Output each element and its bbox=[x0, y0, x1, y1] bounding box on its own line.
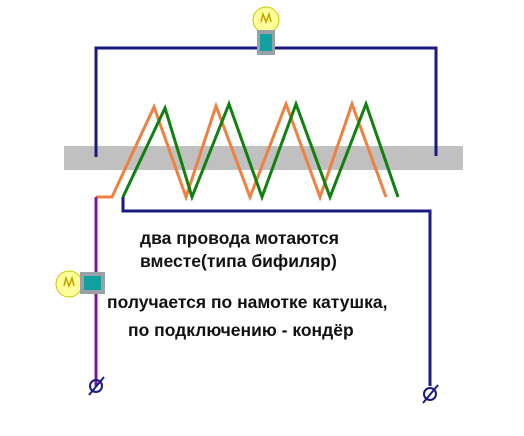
winding-wire-b bbox=[121, 99, 400, 202]
caption-line-2: вместе(типа бифиляр) bbox=[140, 251, 337, 271]
bottom-circuit-wire bbox=[121, 197, 432, 386]
caption-line-1: два провода мотаются bbox=[140, 228, 339, 248]
terminal-icon bbox=[422, 384, 439, 404]
caption-line-4: по подключению - кондёр bbox=[128, 320, 354, 340]
caption-line-3: получается по намотке катушка, bbox=[107, 292, 388, 312]
light-bulb-icon bbox=[55, 270, 105, 298]
terminal-icon bbox=[88, 376, 105, 396]
winding-wire-a bbox=[96, 99, 388, 202]
top-circuit-wire bbox=[94, 46, 438, 157]
light-bulb-icon bbox=[252, 6, 280, 55]
